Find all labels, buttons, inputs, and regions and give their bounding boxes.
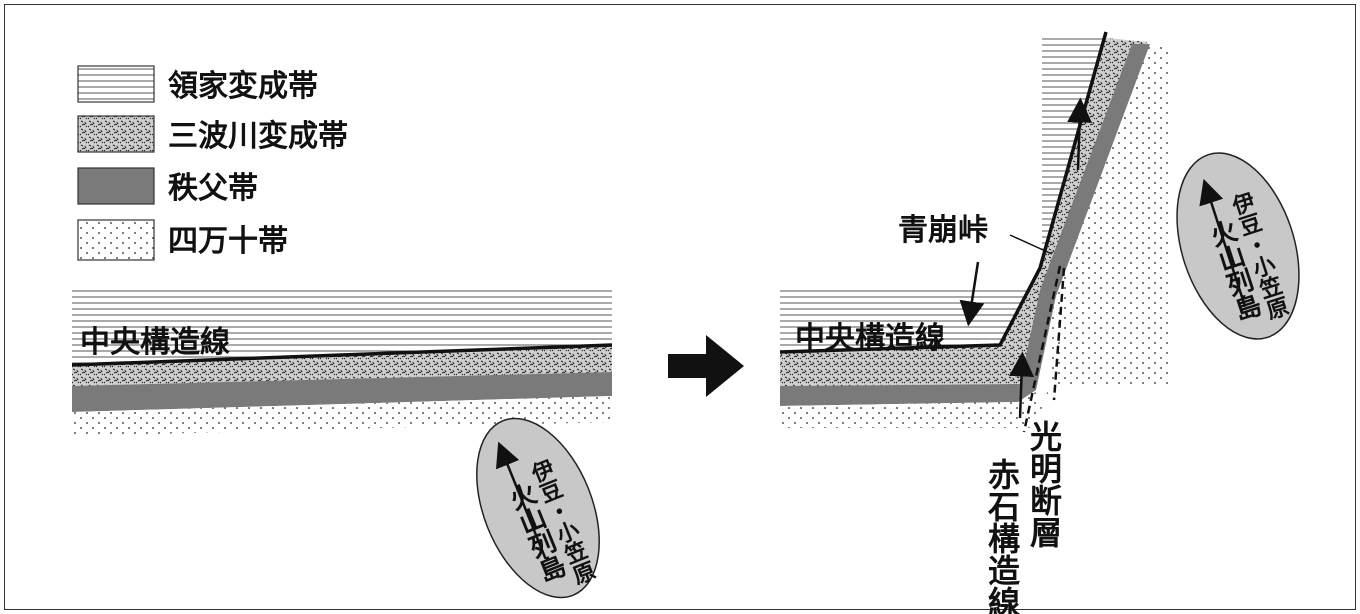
ryoke-belt-right [780, 38, 1106, 350]
legend-swatch-shimanto [77, 219, 155, 261]
legend-label-shimanto: 四万十帯 [168, 224, 288, 259]
fault-motion-arrow-up [1067, 97, 1093, 171]
sanbagawa-belt-left [72, 345, 612, 386]
legend-swatch-chichibu [77, 167, 155, 205]
ryoke-belt-left [72, 290, 612, 365]
legend-swatch-ryoke [77, 65, 155, 103]
komyo-label: 光明断層 [1025, 420, 1063, 548]
legend-label-ryoke: 領家変成帯 [168, 69, 318, 104]
akaishi-label: 赤石構造線 [983, 458, 1021, 614]
akaishi-motion-arrow-up [1009, 351, 1035, 419]
shimanto-belt-right-lower [780, 392, 1036, 428]
legend-label-sanbagawa: 三波川変成帯 [168, 119, 348, 154]
legend-swatch-sanbagawa [77, 115, 155, 153]
median-tectonic-line-right [779, 31, 1108, 354]
mtl-label-left: 中央構造線 [80, 325, 230, 360]
komyo-fault-line [1052, 267, 1066, 401]
arc-ellipse-left: 伊豆・小笠原 火山列島 [476, 417, 600, 599]
legend: 領家変成帯 三波川変成帯 秩父帯 四万十帯 [77, 65, 348, 261]
shimanto-belt-right-upper [1050, 44, 1168, 384]
fault-motion-arrow-down [959, 261, 985, 327]
arc-motion-arrow-right [1199, 178, 1247, 308]
chichibu-belt-right [780, 44, 1150, 406]
median-tectonic-line-left [71, 343, 613, 367]
legend-label-chichibu: 秩父帯 [168, 171, 258, 206]
mtl-label-right: 中央構造線 [795, 321, 945, 356]
left-panel: 中央構造線 伊豆・小笠原 火山列島 [71, 290, 613, 599]
aokuzure-pass-label: 青崩峠 [898, 213, 988, 248]
akaishi-tectonic-line [1022, 265, 1062, 433]
chichibu-belt-left [72, 372, 612, 412]
arc-ellipse-right: 伊豆・小笠原 火山列島 [1176, 152, 1300, 340]
shimanto-belt-left [72, 396, 612, 436]
pass-leader-line [1009, 234, 1053, 255]
right-panel: 中央構造線 青崩峠 赤石構造線 光明断層 伊豆・小笠原 火山列島 [779, 31, 1300, 614]
arc-motion-arrow-left [495, 441, 547, 560]
transition-arrow-icon [668, 335, 744, 397]
